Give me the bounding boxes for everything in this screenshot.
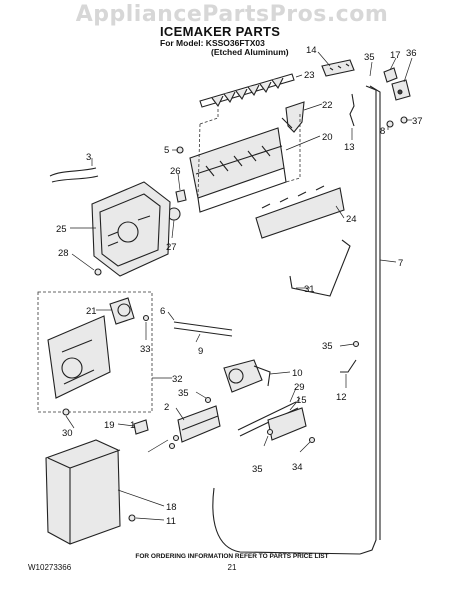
screw-part	[62, 408, 70, 416]
callout-24: 24	[346, 214, 357, 225]
callout-36: 36	[406, 48, 417, 59]
nut-part	[386, 120, 394, 128]
callout-2: 2	[164, 402, 169, 413]
screw-part	[172, 434, 180, 442]
assembly-dashed-box	[37, 291, 153, 413]
callout-35-mid: 35	[322, 341, 333, 352]
mounting-bracket-part	[321, 59, 355, 77]
callout-25: 25	[56, 224, 67, 235]
site-watermark: AppliancePartsPros.com	[75, 2, 389, 27]
cover-part	[255, 185, 345, 239]
module-plate-part	[47, 315, 111, 399]
page-title: ICEMAKER PARTS	[160, 24, 281, 39]
callout-34: 34	[292, 462, 303, 473]
page-number: 21	[227, 563, 237, 572]
ordering-note: FOR ORDERING INFORMATION REFER TO PARTS …	[135, 553, 329, 560]
tube-lower-run	[212, 487, 361, 555]
tubing-part	[173, 321, 233, 337]
callout-37: 37	[412, 116, 423, 127]
callout-7: 7	[398, 258, 403, 269]
callout-1: 1	[130, 420, 135, 431]
valve-bracket-part	[177, 405, 221, 443]
callout-13: 13	[344, 142, 355, 153]
screw-part	[168, 442, 176, 450]
callout-9: 9	[198, 346, 203, 357]
callout-30: 30	[62, 428, 73, 439]
callout-12: 12	[336, 392, 347, 403]
screw-part	[352, 340, 360, 348]
motor-part	[109, 297, 135, 325]
wire-part	[349, 93, 355, 127]
screw-part	[128, 514, 136, 522]
bracket-plate-part	[391, 79, 411, 101]
screw-part	[204, 396, 212, 404]
callout-14: 14	[306, 45, 317, 56]
shutoff-arm-part	[289, 239, 351, 297]
connector-part	[383, 67, 398, 83]
callout-32: 32	[172, 374, 183, 385]
callout-22: 22	[322, 100, 333, 111]
callout-17: 17	[390, 50, 401, 61]
callout-26: 26	[170, 166, 181, 177]
callout-27: 27	[166, 242, 177, 253]
callout-35-top: 35	[364, 52, 375, 63]
water-valve-part	[223, 359, 271, 393]
callout-10: 10	[292, 368, 303, 379]
callout-23: 23	[304, 70, 315, 81]
ejector-part	[199, 73, 295, 108]
callout-18: 18	[166, 502, 177, 513]
thermostat-part	[175, 189, 187, 203]
callout-19: 19	[104, 420, 115, 431]
callout-35-bottom: 35	[252, 464, 263, 475]
fill-tube-part	[359, 85, 377, 555]
callout-31: 31	[304, 284, 315, 295]
leader-lines	[65, 51, 413, 521]
screw-part	[94, 268, 102, 276]
finish-line: (Etched Aluminum)	[211, 47, 289, 57]
clip-part	[340, 359, 357, 373]
callout-6: 6	[160, 306, 165, 317]
fill-cup-part	[281, 101, 305, 133]
callout-21: 21	[86, 306, 97, 317]
fill-tube-edge	[369, 85, 381, 540]
callout-20: 20	[322, 132, 333, 143]
callout-33: 33	[140, 344, 151, 355]
callout-3: 3	[86, 152, 91, 163]
callout-28: 28	[58, 248, 69, 259]
mold-dashed-group	[197, 108, 301, 197]
control-housing-part	[91, 181, 171, 277]
switch-part	[133, 419, 149, 435]
callout-29: 29	[294, 382, 305, 393]
callout-35-valve: 35	[178, 388, 189, 399]
document-id: W10273366	[28, 563, 72, 572]
callout-labels: 3 5 1 2 6 7 8 9 10 11 12 13 14 15 17 18 …	[56, 45, 423, 527]
screw-part	[266, 428, 274, 436]
harness-part	[49, 167, 99, 183]
screw-part	[308, 436, 316, 444]
callout-5: 5	[164, 145, 169, 156]
callout-11: 11	[166, 516, 176, 527]
cover-box-part	[45, 439, 121, 545]
ice-mold-part	[189, 127, 287, 213]
callout-8: 8	[380, 126, 385, 137]
model-line: For Model: KSSO36FTX03	[160, 38, 265, 48]
callout-15: 15	[296, 395, 307, 406]
screw-part	[142, 314, 150, 322]
